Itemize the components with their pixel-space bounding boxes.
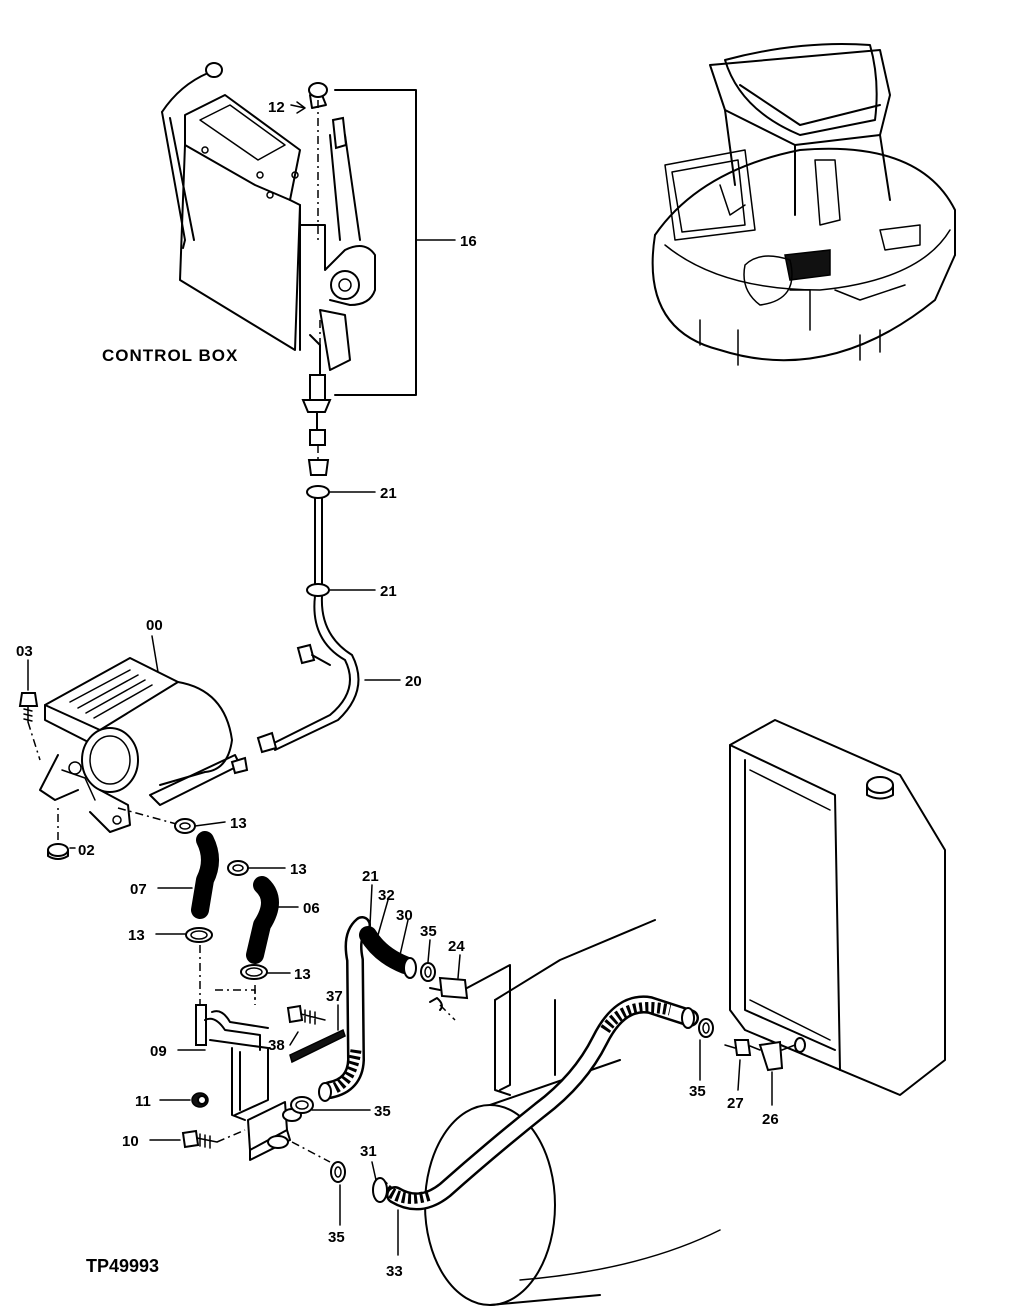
- grommet-11-illustration: [191, 1092, 209, 1108]
- control-cable-assembly: [256, 374, 360, 754]
- callout-10: 10: [122, 1133, 139, 1150]
- hose-clamp-35-lower: [290, 1096, 314, 1114]
- hose-33-illustration: [372, 995, 699, 1211]
- hose-clamp-35-right: [698, 1018, 714, 1038]
- callout-11: 11: [135, 1093, 151, 1110]
- engine-block-illustration: [424, 919, 721, 1306]
- callout-35-bottom: 35: [328, 1229, 345, 1246]
- plate-37-illustration: [289, 1028, 346, 1064]
- callout-13-left: 13: [128, 927, 145, 944]
- callout-21-middle: 21: [380, 583, 397, 600]
- callout-02: 02: [78, 842, 95, 859]
- valve-24-illustration: [429, 964, 511, 1091]
- hose-30-illustration: [359, 926, 417, 979]
- hose-clamp-13-left: [185, 927, 213, 943]
- nut-02-illustration: [47, 805, 69, 860]
- machine-overview-illustration: [651, 43, 956, 366]
- callout-03: 03: [16, 643, 33, 660]
- callout-33: 33: [386, 1263, 403, 1280]
- screw-03-illustration: [18, 692, 41, 761]
- callout-35-lower: 35: [374, 1103, 391, 1120]
- callout-00: 00: [146, 617, 163, 634]
- hose-clamp-35-bottom: [330, 1161, 346, 1183]
- callout-16: 16: [460, 233, 477, 250]
- hose-clamp-13-top: [174, 818, 196, 834]
- hose-07-illustration: [191, 831, 219, 919]
- bolt-38-illustration: [286, 1004, 326, 1025]
- callout-30: 30: [396, 907, 413, 924]
- callout-26: 26: [762, 1111, 779, 1128]
- callout-13-right: 13: [294, 966, 311, 983]
- hose-21-illustration: [318, 916, 371, 1102]
- fitting-27-illustration: [724, 1039, 761, 1056]
- bolt-10-illustration: [181, 1129, 246, 1149]
- callout-24: 24: [448, 938, 465, 955]
- callout-21-lower: 21: [362, 868, 379, 885]
- callout-07: 07: [130, 881, 147, 898]
- figure-reference: TP49993: [86, 1256, 159, 1276]
- callout-13-mid: 13: [290, 861, 307, 878]
- callout-35-right: 35: [689, 1083, 706, 1100]
- callout-06: 06: [303, 900, 320, 917]
- hose-clamp-35-upper: [420, 962, 436, 982]
- callout-31: 31: [360, 1143, 377, 1160]
- control-box-illustration: [161, 62, 376, 376]
- callout-27: 27: [727, 1095, 744, 1112]
- hose-06-illustration: [246, 876, 279, 964]
- callout-13-top: 13: [230, 815, 247, 832]
- callout-35-upper: 35: [420, 923, 437, 940]
- elbow-26-illustration: [758, 1037, 806, 1072]
- callout-leaders: [27, 101, 773, 1256]
- callout-37: 37: [326, 988, 343, 1005]
- callout-12: 12: [268, 99, 285, 116]
- callout-20: 20: [405, 673, 422, 690]
- control-box-caption: CONTROL BOX: [102, 346, 238, 365]
- callout-38: 38: [268, 1037, 285, 1054]
- heater-unit-illustration: [39, 657, 249, 833]
- radiator-illustration: [729, 719, 946, 1096]
- callout-32: 32: [378, 887, 395, 904]
- hose-clamp-13-right: [240, 964, 268, 980]
- hose-clamp-13-mid: [227, 860, 249, 876]
- heater-core-09-illustration: [195, 945, 331, 1163]
- callout-21-upper: 21: [380, 485, 397, 502]
- callout-09: 09: [150, 1043, 167, 1060]
